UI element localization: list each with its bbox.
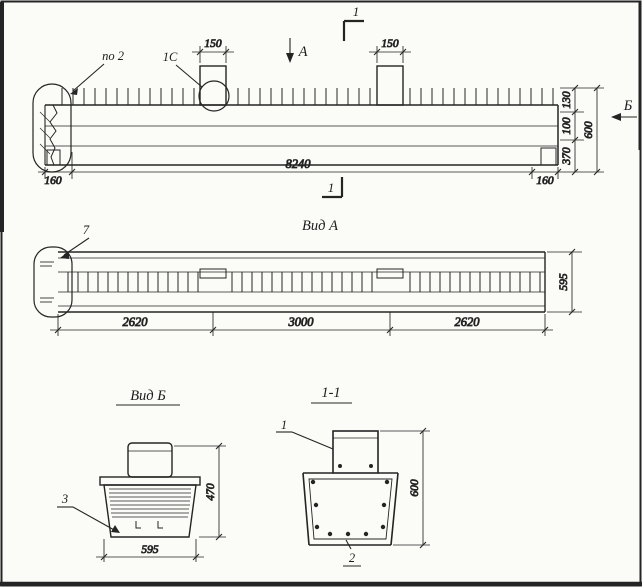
dim-370-text: 370 [561, 147, 573, 166]
dim-100-text: 100 [561, 117, 573, 135]
view-b-dim-470: 470 [174, 442, 226, 541]
view-a-plate-right [376, 268, 404, 279]
view-arrow-a-text: А [298, 44, 308, 60]
dim-150-left-text: 150 [204, 38, 222, 50]
view-a-detail-capsule [33, 246, 73, 318]
label-3-group: 3 [57, 492, 120, 533]
po2-leader-arrow [70, 88, 78, 95]
view-arrow-b-text: Б [623, 98, 633, 114]
section-dim-600-text: 600 [409, 479, 421, 497]
view-b-dim-595: 595 [96, 539, 204, 562]
label-1-group: 1 [276, 418, 334, 450]
elevation-view: по 2 1С 150 150 [32, 4, 637, 199]
section-rebar-dots [310, 464, 390, 537]
view-arrow-a: А [286, 38, 308, 63]
view-a-capsule-marks [40, 261, 54, 303]
view-a-hatch-ticks [67, 272, 541, 292]
1c-leader-line [175, 64, 203, 88]
label-1c-group: 1С [163, 50, 203, 88]
detail-circle-1c [198, 80, 230, 112]
dim-2620-left-text: 2620 [123, 315, 149, 329]
view-b-body [99, 442, 201, 538]
dim-130-text: 130 [561, 91, 573, 109]
label-1c-text: 1С [163, 50, 178, 64]
dim-3000-text: 3000 [288, 315, 315, 329]
section-mark-top: 1 [342, 4, 364, 41]
view-a-plate-left [199, 268, 227, 279]
po2-leader-line [72, 63, 105, 92]
section-mark-top-text: 1 [353, 4, 360, 19]
label-3-text: 3 [61, 492, 68, 506]
section-mark-bottom-text: 1 [328, 180, 335, 195]
dims-bottom-length: 160 8240 160 [38, 152, 562, 187]
section-body [302, 430, 399, 546]
view-a-dim-595-text: 595 [558, 273, 570, 291]
beam-outline [39, 104, 559, 166]
dim-plate-right-150: 150 [369, 38, 411, 63]
section-dim-600: 600 [380, 427, 430, 549]
view-a: Вид А 7 [33, 218, 582, 336]
label-2-text: 2 [349, 551, 355, 565]
view-b-title: Вид Б [130, 388, 166, 404]
view-a-title: Вид А [302, 218, 338, 234]
view-a-dim-595: 595 [547, 248, 582, 316]
dim-8240-text: 8240 [286, 157, 312, 171]
dim-160-right-text: 160 [536, 175, 554, 187]
section-mark-bottom: 1 [322, 177, 344, 199]
embed-plate-right [376, 65, 404, 106]
label-7-group: 7 [60, 223, 90, 259]
view-b-dim-470-text: 470 [205, 483, 217, 501]
dim-600-elevation-text: 600 [583, 121, 595, 139]
dim-2620-right-text: 2620 [455, 315, 481, 329]
label-7-text: 7 [83, 223, 90, 237]
label-po2-group: по 2 [70, 49, 124, 95]
section-title: 1-1 [321, 385, 340, 401]
stirrup-ticks [61, 88, 554, 105]
label-po2-text: по 2 [102, 49, 124, 63]
label-1-text: 1 [281, 418, 287, 432]
label-2-group: 2 [343, 539, 361, 567]
view-arrow-b: Б [611, 98, 637, 121]
dim-160-left-text: 160 [44, 175, 62, 187]
view-a-dims-bottom: 2620 3000 2620 [50, 312, 553, 336]
section-1-1: 1-1 1 [276, 385, 430, 567]
dim-150-right-text: 150 [381, 38, 399, 50]
dims-right-height: 130 100 370 600 [560, 84, 604, 176]
view-b-dim-595-text: 595 [141, 544, 159, 556]
dim-plate-left-150: 150 [192, 38, 234, 63]
view-b: Вид Б 470 595 3 [57, 388, 226, 562]
